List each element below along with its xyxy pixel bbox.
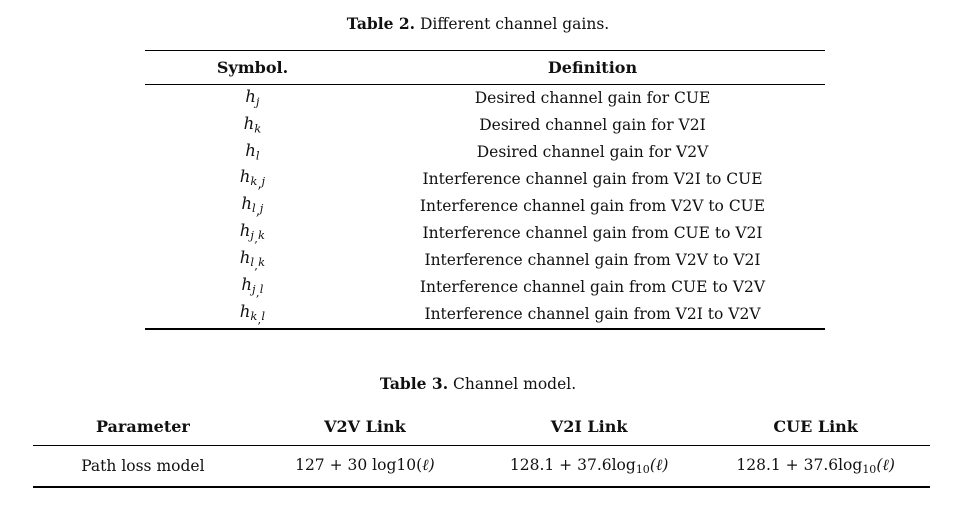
symbol-subscript: j,k [250,228,266,246]
symbol-base: h [239,247,251,267]
table-row: hk,j Interference channel gain from V2I … [145,166,825,193]
table2-definition-cell: Desired channel gain for V2V [476,143,709,162]
formula-tail: (ℓ) [876,455,895,474]
table-row: hl,k Interference channel gain from V2V … [145,247,825,274]
symbol-base: h [245,141,256,161]
table2: Symbol. Definition hj Desired channel ga… [145,50,825,330]
table2-symbol-cell: hj [145,85,360,113]
table2-definition-cell: Desired channel gain for V2I [479,116,706,135]
table2-symbol-cell: hk [145,112,360,139]
formula-tail: (ℓ) [649,455,669,474]
table3-col-cue-link: CUE Link [773,417,858,437]
symbol-subscript: k,j [250,174,266,192]
symbol-subscript: l [255,148,260,163]
table-row: hk,l Interference channel gain from V2I … [145,301,825,330]
symbol-subscript: k [254,121,262,136]
symbol-base: h [239,220,251,240]
table2-col-symbol: Symbol. [216,57,289,77]
table3-caption: Table 3. Channel model. [0,374,956,394]
table2-wrapper: Symbol. Definition hj Desired channel ga… [145,50,825,330]
table2-definition-cell: Interference channel gain from V2V to CU… [419,197,766,216]
table3-col-parameter: Parameter [95,417,190,437]
formula-lead: 128.1 + 37.6log [509,455,636,474]
symbol-subscript: j,l [252,282,264,300]
table2-symbol-cell: hk,l [145,301,360,329]
symbol-base: h [239,166,251,186]
symbol-subscript: k,l [250,309,266,327]
table-row: hk Desired channel gain for V2I [145,112,825,139]
table2-symbol-cell: hl [145,139,360,166]
symbol-base: h [245,87,256,107]
table3-caption-text: Channel model. [453,375,577,393]
table3-parameter-cell: Path loss model [81,456,205,475]
symbol-base: h [241,193,253,213]
table3-col-v2i-link: V2I Link [550,417,628,437]
table2-caption: Table 2. Different channel gains. [0,14,956,34]
table2-header-row: Symbol. Definition [145,50,825,85]
table3-v2i-cell: 128.1 + 37.6log10(ℓ) [477,446,701,488]
formula-tail: ℓ) [422,455,435,474]
symbol-base: h [241,274,253,294]
formula-lead: 128.1 + 37.6log [736,455,863,474]
table2-definition-cell: Desired channel gain for CUE [474,89,711,108]
table2-definition-cell: Interference channel gain from V2I to V2… [424,305,761,324]
table3-wrapper: Parameter V2V Link V2I Link CUE Link Pat… [33,409,930,488]
table3-body: Path loss model 127 + 30 log10(ℓ) 128.1 … [33,445,930,488]
symbol-base: h [239,301,251,321]
formula-subscript: 10 [862,462,877,476]
table2-symbol-cell: hl,k [145,247,360,274]
table3-cue-cell: 128.1 + 37.6log10(ℓ) [701,446,930,488]
table2-body: hj Desired channel gain for CUE hk Desir… [145,84,825,330]
symbol-subscript: j [255,94,260,109]
table2-symbol-cell: hk,j [145,166,360,193]
symbol-subscript: l,j [252,201,264,219]
table2-definition-cell: Interference channel gain from V2I to CU… [422,170,763,189]
formula-lead: 127 + 30 log10( [295,455,423,474]
table2-symbol-cell: hj,l [145,274,360,301]
table3-header-row: Parameter V2V Link V2I Link CUE Link [33,409,930,446]
table2-figure: Table 2. Different channel gains. Symbol… [0,14,956,330]
table3-v2v-cell: 127 + 30 log10(ℓ) [253,446,477,488]
table2-definition-cell: Interference channel gain from V2V to V2… [424,251,761,270]
table3-head: Parameter V2V Link V2I Link CUE Link [33,409,930,446]
table2-symbol-cell: hj,k [145,220,360,247]
table3-col-v2v-link: V2V Link [324,417,406,437]
table2-caption-label: Table 2. [346,14,416,33]
table-row: hl Desired channel gain for V2V [145,139,825,166]
symbol-base: h [243,114,255,134]
table-row: hl,j Interference channel gain from V2V … [145,193,825,220]
formula-subscript: 10 [635,462,650,476]
table3-caption-label: Table 3. [379,374,449,393]
table3-figure: Table 3. Channel model. Parameter V2V Li… [0,374,956,488]
table-row: hj,l Interference channel gain from CUE … [145,274,825,301]
symbol-subscript: l,k [250,255,266,273]
table3: Parameter V2V Link V2I Link CUE Link Pat… [33,409,930,488]
table2-col-definition: Definition [547,57,638,77]
table-row: Path loss model 127 + 30 log10(ℓ) 128.1 … [33,445,930,488]
table2-head: Symbol. Definition [145,50,825,85]
table-row: hj,k Interference channel gain from CUE … [145,220,825,247]
table2-symbol-cell: hl,j [145,193,360,220]
table2-definition-cell: Interference channel gain from CUE to V2… [422,224,763,243]
table2-caption-text: Different channel gains. [420,15,610,33]
table-row: hj Desired channel gain for CUE [145,84,825,113]
table2-definition-cell: Interference channel gain from CUE to V2… [419,278,766,297]
